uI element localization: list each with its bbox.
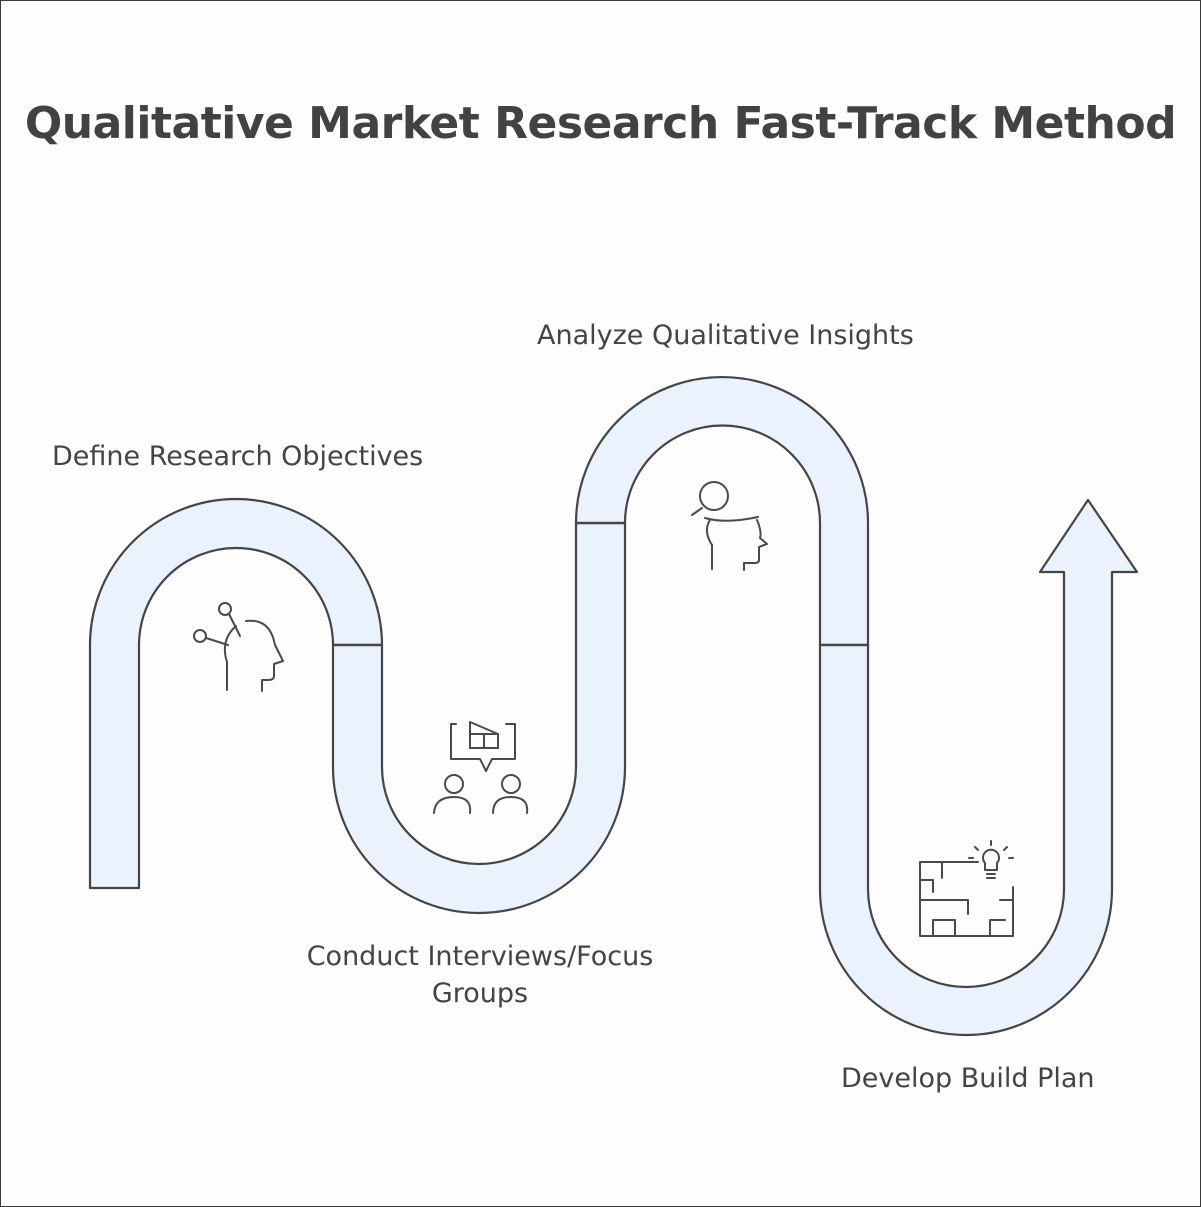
road-segment-2 [331,521,627,915]
road-segment-1 [88,497,384,890]
road-segment-3 [574,375,870,647]
step-label-analyze-insights: Analyze Qualitative Insights [537,320,914,351]
step-label-define-research-objectives: Define Research Objectives [52,441,424,472]
step-label-develop-build-plan: Develop Build Plan [841,1063,1095,1094]
diagram-title: Qualitative Market Research Fast-Track M… [24,98,1177,149]
interview-group-icon [433,721,529,814]
blueprint-lightbulb-icon [919,840,1014,937]
head-magnifier-icon [691,481,768,571]
road-segment-4 [818,498,1139,1037]
step-label-conduct-interviews: Conduct Interviews/Focus Groups [306,941,654,1009]
head-with-pins-icon [193,602,284,692]
